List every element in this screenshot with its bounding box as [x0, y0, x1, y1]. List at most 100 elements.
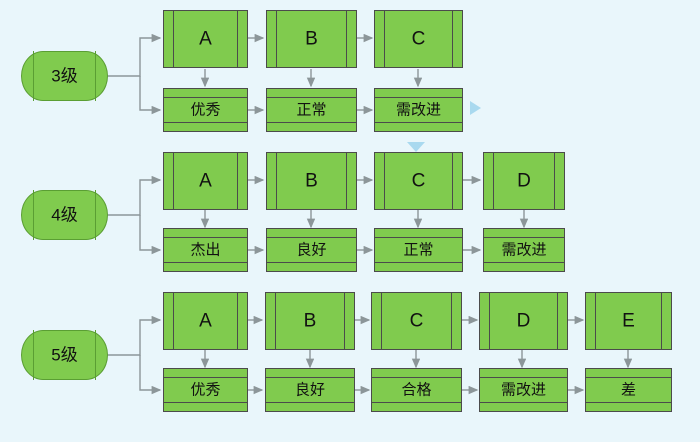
wire-level5-to-a	[108, 315, 162, 356]
box-top-bar	[266, 97, 357, 98]
grade-box-5-b[interactable]: B	[265, 292, 355, 350]
box-bottom-bar	[374, 122, 463, 123]
rating-box-5-1[interactable]: 优秀	[163, 368, 248, 412]
rating-box-label: 良好	[294, 381, 325, 399]
box-bottom-bar	[163, 402, 248, 403]
rating-box-3-1[interactable]: 优秀	[163, 88, 248, 132]
rating-box-label: 需改进	[500, 381, 546, 399]
grade-box-label: B	[305, 28, 318, 50]
grade-box-3-b[interactable]: B	[266, 10, 357, 68]
rating-box-4-4[interactable]: 需改进	[483, 228, 565, 272]
level-node-5[interactable]: 5级	[21, 330, 108, 380]
grade-box-4-c[interactable]: C	[374, 152, 463, 210]
rating-box-label: 优秀	[190, 101, 221, 119]
capsule-left-bar	[33, 51, 34, 101]
box-right-bar	[237, 10, 238, 68]
box-left-bar	[276, 152, 277, 210]
rating-box-label: 良好	[296, 241, 327, 259]
box-right-bar	[237, 152, 238, 210]
capsule-right-bar	[95, 51, 96, 101]
grade-box-4-a[interactable]: A	[163, 152, 248, 210]
box-left-bar	[595, 292, 596, 350]
rating-box-label: 需改进	[395, 101, 441, 119]
box-top-bar	[163, 97, 248, 98]
rating-box-5-2[interactable]: 良好	[265, 368, 355, 412]
rating-box-4-1[interactable]: 杰出	[163, 228, 248, 272]
box-right-bar	[452, 10, 453, 68]
box-right-bar	[237, 292, 238, 350]
box-bottom-bar	[371, 402, 462, 403]
grade-box-label: C	[411, 28, 426, 50]
box-left-bar	[381, 292, 382, 350]
rating-box-label: 合格	[401, 381, 432, 399]
box-left-bar	[276, 10, 277, 68]
level-node-3[interactable]: 3级	[21, 51, 108, 101]
wire-level3-to-rating1	[139, 76, 162, 115]
play-right-marker	[470, 101, 481, 115]
wire-level3-to-a	[108, 33, 162, 77]
grade-box-label: A	[199, 310, 212, 332]
box-top-bar	[265, 377, 355, 378]
grade-box-label: B	[303, 310, 317, 332]
box-bottom-bar	[163, 262, 248, 263]
box-left-bar	[493, 152, 494, 210]
grade-box-4-d[interactable]: D	[483, 152, 565, 210]
rating-box-4-2[interactable]: 良好	[266, 228, 357, 272]
box-top-bar	[483, 237, 565, 238]
box-bottom-bar	[374, 262, 463, 263]
box-bottom-bar	[265, 402, 355, 403]
box-bottom-bar	[266, 262, 357, 263]
box-bottom-bar	[266, 122, 357, 123]
box-top-bar	[479, 377, 568, 378]
grade-box-5-c[interactable]: C	[371, 292, 462, 350]
level-node-4[interactable]: 4级	[21, 190, 108, 240]
box-bottom-bar	[585, 402, 672, 403]
grade-box-5-a[interactable]: A	[163, 292, 248, 350]
rating-box-4-3[interactable]: 正常	[374, 228, 463, 272]
box-top-bar	[374, 237, 463, 238]
grade-box-label: C	[409, 310, 424, 332]
grade-box-3-a[interactable]: A	[163, 10, 248, 68]
rating-box-label: 优秀	[190, 381, 221, 399]
box-right-bar	[661, 292, 662, 350]
grade-box-label: B	[305, 170, 318, 192]
rating-box-label: 正常	[296, 101, 327, 119]
box-left-bar	[489, 292, 490, 350]
box-top-bar	[374, 97, 463, 98]
box-right-bar	[346, 152, 347, 210]
box-right-bar	[554, 152, 555, 210]
level-node-label: 4级	[51, 205, 78, 225]
rating-box-5-3[interactable]: 合格	[371, 368, 462, 412]
grade-box-4-b[interactable]: B	[266, 152, 357, 210]
box-left-bar	[173, 10, 174, 68]
grade-box-label: E	[622, 310, 635, 332]
play-down-marker	[407, 142, 425, 152]
rating-box-5-4[interactable]: 需改进	[479, 368, 568, 412]
box-top-bar	[585, 377, 672, 378]
box-right-bar	[452, 152, 453, 210]
grade-box-5-e[interactable]: E	[585, 292, 672, 350]
grade-box-label: A	[199, 170, 212, 192]
grade-box-label: C	[411, 170, 426, 192]
wire-level5-to-rating1	[139, 355, 162, 395]
capsule-right-bar	[95, 330, 96, 380]
box-top-bar	[371, 377, 462, 378]
box-top-bar	[163, 377, 248, 378]
grade-box-label: D	[517, 170, 531, 192]
box-right-bar	[557, 292, 558, 350]
box-left-bar	[384, 152, 385, 210]
box-right-bar	[346, 10, 347, 68]
box-left-bar	[173, 152, 174, 210]
grade-box-3-c[interactable]: C	[374, 10, 463, 68]
rating-box-label: 正常	[403, 241, 434, 259]
level-node-label: 5级	[51, 345, 78, 365]
rating-box-5-5[interactable]: 差	[585, 368, 672, 412]
box-bottom-bar	[163, 122, 248, 123]
grade-box-5-d[interactable]: D	[479, 292, 568, 350]
rating-box-3-3[interactable]: 需改进	[374, 88, 463, 132]
rating-box-3-2[interactable]: 正常	[266, 88, 357, 132]
box-top-bar	[163, 237, 248, 238]
box-bottom-bar	[483, 262, 565, 263]
wire-level4-to-rating1	[139, 215, 162, 255]
